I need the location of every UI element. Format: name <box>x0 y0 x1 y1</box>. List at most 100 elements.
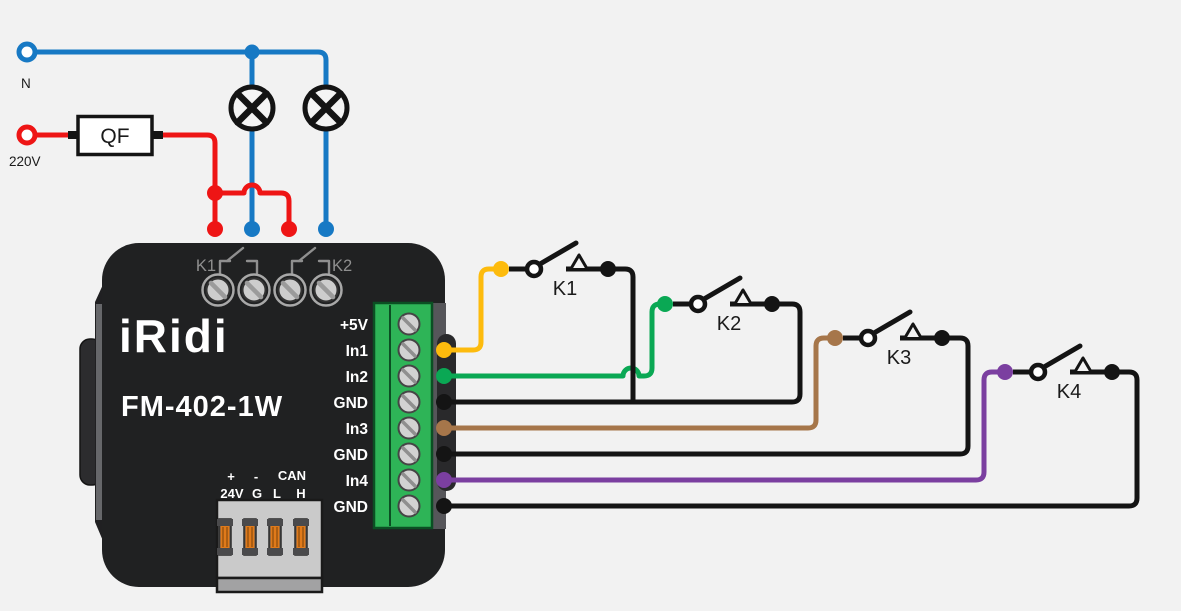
switch-k1: K1 <box>493 240 616 300</box>
relay-contact-symbol-k2 <box>290 246 331 275</box>
input-terminal-labels: +5V In1 In2 GND In3 GND In4 GND <box>334 317 369 516</box>
in4-terminal-dot <box>436 472 452 488</box>
bus-label-plus: + <box>227 469 235 484</box>
relay-screw-1 <box>201 273 235 307</box>
relay-screw-4 <box>309 273 343 307</box>
switch-k4-blade <box>1041 343 1083 370</box>
in2-terminal-dot <box>436 368 452 384</box>
bus-connector: + - CAN 24V G L H <box>215 468 324 594</box>
switch-k3-output-dot <box>934 330 950 346</box>
in1-terminal-dot <box>436 342 452 358</box>
switch-k1-label: K1 <box>553 278 577 300</box>
switch-k1-return-wire <box>608 266 636 402</box>
line-branch-wire <box>215 182 292 229</box>
switch-k2: K2 <box>657 275 780 335</box>
device-left-edge-highlight <box>96 304 103 520</box>
switch-k3-wire-dot <box>827 330 843 346</box>
bus-pin-2 <box>242 518 258 556</box>
lamp1-terminal-dot <box>244 221 260 237</box>
switch-k1-wire-dot <box>493 261 509 277</box>
brand-logo: iRidi <box>119 310 229 362</box>
bus-connector-base <box>215 576 324 594</box>
line-label: 220V <box>9 154 41 169</box>
gnd1-wire <box>443 301 803 405</box>
bus-pin-3 <box>267 518 283 556</box>
bus-label-can: CAN <box>278 468 306 483</box>
neutral-wire <box>35 49 329 87</box>
switch-k3-blade <box>871 309 913 336</box>
in3-terminal-dot <box>436 420 452 436</box>
relay-screw-terminals <box>201 273 343 307</box>
in1-wire <box>444 266 501 353</box>
bus-label-g: G <box>252 486 262 501</box>
switch-k4-label: K4 <box>1057 381 1081 403</box>
relay-screw-3 <box>273 273 307 307</box>
switch-k1-pivot <box>524 259 544 279</box>
input-terminal-block: +5V In1 In2 GND In3 GND In4 GND <box>334 301 434 530</box>
input-terminal-screws <box>397 312 421 518</box>
relay-k1-label: K1 <box>196 257 216 275</box>
switch-k1-contact-marker <box>569 253 589 271</box>
line-terminal <box>16 124 38 146</box>
gnd1-terminal-dot <box>436 394 452 410</box>
switch-k2-wire-dot <box>657 296 673 312</box>
terminal-label-5v: +5V <box>340 317 369 334</box>
in2-wire <box>444 301 665 379</box>
relay-contact-symbol-k1 <box>218 246 259 275</box>
breaker-lead-right <box>151 131 163 139</box>
relay-k2-label: K2 <box>332 257 352 275</box>
switch-k2-pivot <box>688 294 708 314</box>
gnd3-terminal-dot <box>436 498 452 514</box>
line-junction-dot <box>207 185 223 201</box>
switch-k1-output-dot <box>600 261 616 277</box>
lamp-2-icon <box>302 84 350 132</box>
relay1-terminal-dot <box>207 221 223 237</box>
bus-label-l: L <box>273 486 281 501</box>
terminal-label-gnd1: GND <box>334 395 368 412</box>
terminal-label-in2: In2 <box>346 369 368 386</box>
switch-k3-label: K3 <box>887 347 911 369</box>
terminal-label-in3: In3 <box>346 421 369 438</box>
in3-wire <box>444 335 835 431</box>
line-circuit: 220V QF <box>9 114 297 237</box>
line-wire-from-breaker <box>163 132 218 229</box>
in4-wire <box>444 369 1005 483</box>
switch-k3-pivot <box>858 328 878 348</box>
bus-pin-1 <box>217 518 233 556</box>
breaker-label: QF <box>100 125 129 148</box>
switch-k3: K3 <box>827 309 950 369</box>
gnd2-wire <box>443 335 971 457</box>
gnd3-wire <box>443 369 1140 509</box>
switch-k4: K4 <box>997 343 1120 403</box>
neutral-terminal <box>16 41 38 63</box>
switch-k1-blade <box>537 240 579 267</box>
bus-label-h: H <box>296 486 305 501</box>
terminal-label-in4: In4 <box>346 473 369 490</box>
terminal-label-gnd2: GND <box>334 447 368 464</box>
device: K1 K2 iRidi FM-40 <box>79 243 456 594</box>
lamp-1-icon <box>228 84 276 132</box>
switch-k2-output-dot <box>764 296 780 312</box>
relay-screw-2 <box>237 273 271 307</box>
bus-label-24v: 24V <box>220 486 243 501</box>
switch-k4-wire-dot <box>997 364 1013 380</box>
terminal-label-gnd3: GND <box>334 499 368 516</box>
switch-k3-contact-marker <box>903 322 923 340</box>
neutral-label: N <box>21 76 31 91</box>
bus-pin-4 <box>293 518 309 556</box>
bus-label-minus: - <box>254 469 258 484</box>
model-label: FM-402-1W <box>121 391 283 423</box>
switch-k4-pivot <box>1028 362 1048 382</box>
switch-k2-label: K2 <box>717 313 741 335</box>
switch-k4-contact-marker <box>1073 356 1093 374</box>
switch-k2-blade <box>701 275 743 302</box>
breaker-box <box>76 114 154 157</box>
neutral-circuit: N <box>16 41 334 237</box>
device-body <box>102 243 445 587</box>
lamp2-terminal-dot <box>318 221 334 237</box>
gnd2-terminal-dot <box>436 446 452 462</box>
switch-k2-contact-marker <box>733 288 753 306</box>
input-wires <box>436 266 1140 514</box>
